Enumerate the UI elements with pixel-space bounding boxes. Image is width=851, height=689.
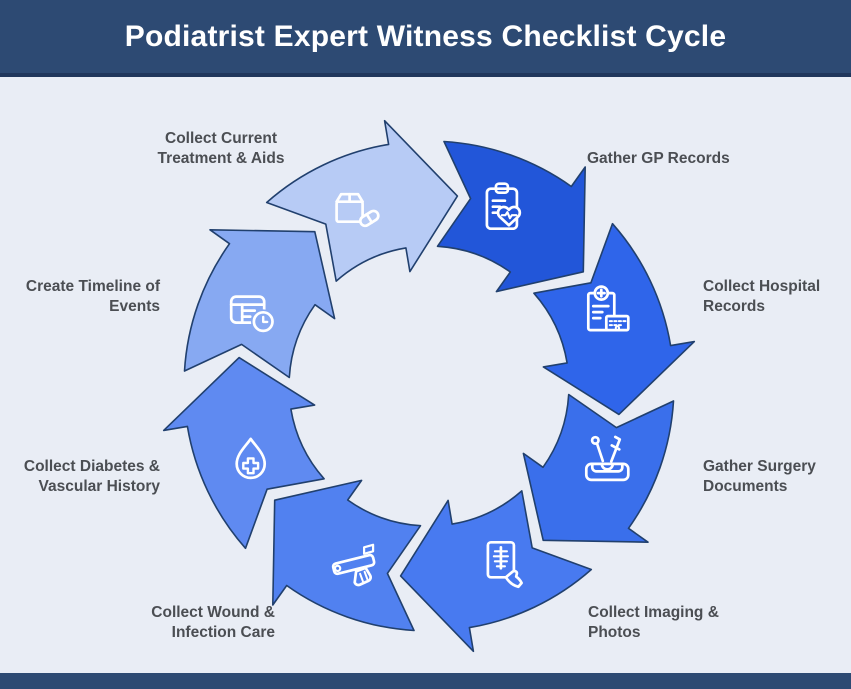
table-clock-icon [229,295,276,334]
xray-hand-icon [486,540,523,589]
label-collect-diabetes-vascular: Collect Diabetes & Vascular History [23,458,160,495]
label-gather-surgery-documents: Gather Surgery Documents [703,458,816,495]
hospital-document-icon [586,285,630,332]
package-pill-icon [335,192,380,228]
header-bar: Podiatrist Expert Witness Checklist Cycl… [0,0,851,77]
label-collect-current-treatment: Collect Current Treatment & Aids [157,130,285,167]
bandage-icon [331,543,376,587]
surgical-tray-icon [584,435,630,482]
label-create-timeline-of-events: Create Timeline of Events [25,278,160,315]
label-collect-wound-infection: Collect Wound & Infection Care [151,604,275,641]
label-gather-gp-records: Gather GP Records [587,150,730,167]
cycle-segment-collect-wound-infection [272,479,422,632]
clipboard-heart-icon [485,182,522,231]
footer-bar [0,673,851,689]
label-collect-hospital-records: Collect Hospital Records [703,278,821,315]
cycle-segment-gather-surgery-documents [522,393,675,543]
cycle-segment-collect-diabetes-vascular [162,356,325,550]
cycle-segment-collect-imaging-photos [399,490,593,653]
label-collect-imaging-photos: Collect Imaging & Photos [588,604,719,641]
page-title: Podiatrist Expert Witness Checklist Cycl… [124,19,727,53]
droplet-cross-icon [235,437,267,480]
